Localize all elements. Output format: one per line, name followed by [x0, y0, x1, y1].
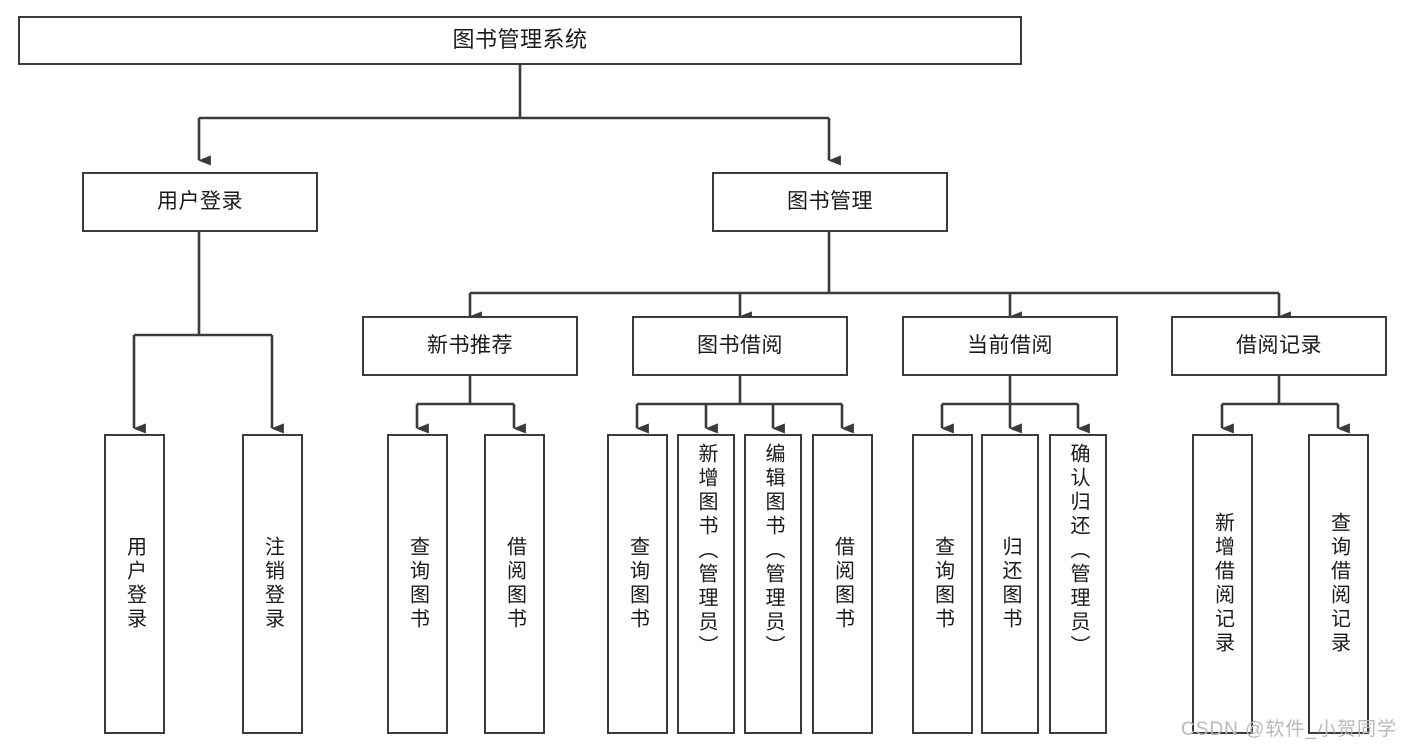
node-leaf-query-book-1[interactable]: 查询图书 — [387, 434, 448, 734]
node-label: 归还图书 — [999, 536, 1021, 632]
node-leaf-user-login[interactable]: 用户登录 — [104, 434, 165, 734]
node-label: 当前借阅 — [967, 334, 1053, 358]
node-label: 图书管理 — [787, 190, 873, 214]
node-label: 图书管理系统 — [452, 27, 588, 53]
node-label: 新增借阅记录 — [1211, 512, 1234, 656]
node-label: 借阅图书 — [503, 536, 526, 632]
node-leaf-query-record[interactable]: 查询借阅记录 — [1308, 434, 1369, 734]
node-book-management[interactable]: 图书管理 — [712, 172, 948, 232]
node-leaf-borrow-book-1[interactable]: 借阅图书 — [484, 434, 545, 734]
node-leaf-add-record[interactable]: 新增借阅记录 — [1192, 434, 1253, 734]
node-label: 新增图书（管理员） — [695, 443, 717, 659]
node-leaf-query-book-2[interactable]: 查询图书 — [607, 434, 668, 734]
node-label: 用户登录 — [157, 190, 243, 214]
csdn-watermark: CSDN @软件_小贺同学 — [1181, 719, 1397, 740]
node-label: 新书推荐 — [427, 334, 513, 358]
node-leaf-query-book-3[interactable]: 查询图书 — [912, 434, 973, 734]
node-leaf-borrow-book-2[interactable]: 借阅图书 — [812, 434, 873, 734]
node-label: 编辑图书（管理员） — [762, 443, 784, 659]
node-leaf-confirm-return[interactable]: 确认归还（管理员） — [1049, 434, 1107, 734]
node-book-borrow[interactable]: 图书借阅 — [632, 316, 848, 376]
node-label: 图书借阅 — [697, 334, 783, 358]
node-current-borrow[interactable]: 当前借阅 — [902, 316, 1118, 376]
node-label: 查询借阅记录 — [1327, 512, 1350, 656]
node-label: 用户登录 — [123, 536, 146, 632]
node-leaf-edit-book[interactable]: 编辑图书（管理员） — [744, 434, 802, 734]
node-label: 查询图书 — [626, 536, 649, 632]
node-user-login[interactable]: 用户登录 — [82, 172, 318, 232]
node-label: 确认归还（管理员） — [1067, 443, 1089, 659]
node-label: 查询图书 — [931, 536, 954, 632]
node-label: 借阅记录 — [1236, 334, 1322, 358]
node-label: 查询图书 — [406, 536, 429, 632]
node-borrow-record[interactable]: 借阅记录 — [1171, 316, 1387, 376]
node-label: 借阅图书 — [831, 536, 854, 632]
node-label: 注销登录 — [261, 536, 284, 632]
node-new-book-recommend[interactable]: 新书推荐 — [362, 316, 578, 376]
node-root-book-management-system[interactable]: 图书管理系统 — [18, 16, 1022, 65]
node-leaf-add-book[interactable]: 新增图书（管理员） — [677, 434, 735, 734]
node-leaf-return-book[interactable]: 归还图书 — [981, 434, 1039, 734]
node-leaf-user-logout[interactable]: 注销登录 — [242, 434, 303, 734]
